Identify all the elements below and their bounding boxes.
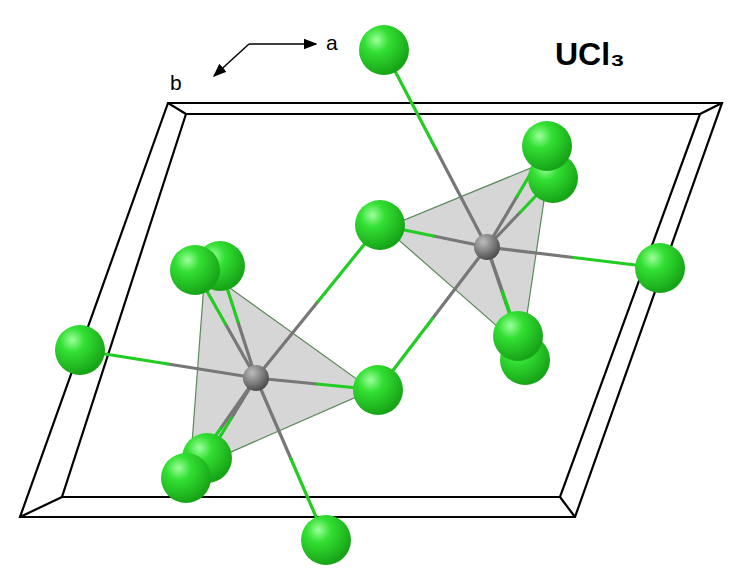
chlorine-atom [359,25,409,75]
chlorine-atom [522,121,572,171]
uranium-atom [474,234,500,260]
chlorine-atom [353,365,403,415]
chlorine-atom [170,245,220,295]
axis-label: a [326,32,338,53]
chlorine-atom [493,311,543,361]
uranium-atom [243,365,269,391]
chlorine-atom [161,453,211,503]
unit-cell [20,103,722,517]
compound-title: UCl₃ [555,38,625,70]
axis-label: b [170,72,182,93]
bonds [80,50,660,540]
chlorine-atom [635,243,685,293]
atoms [55,25,685,565]
chlorine-atom [355,200,405,250]
coordination-polyhedra [190,160,550,470]
axis-arrows [214,44,316,76]
chlorine-atom [301,515,351,565]
chlorine-atom [55,325,105,375]
